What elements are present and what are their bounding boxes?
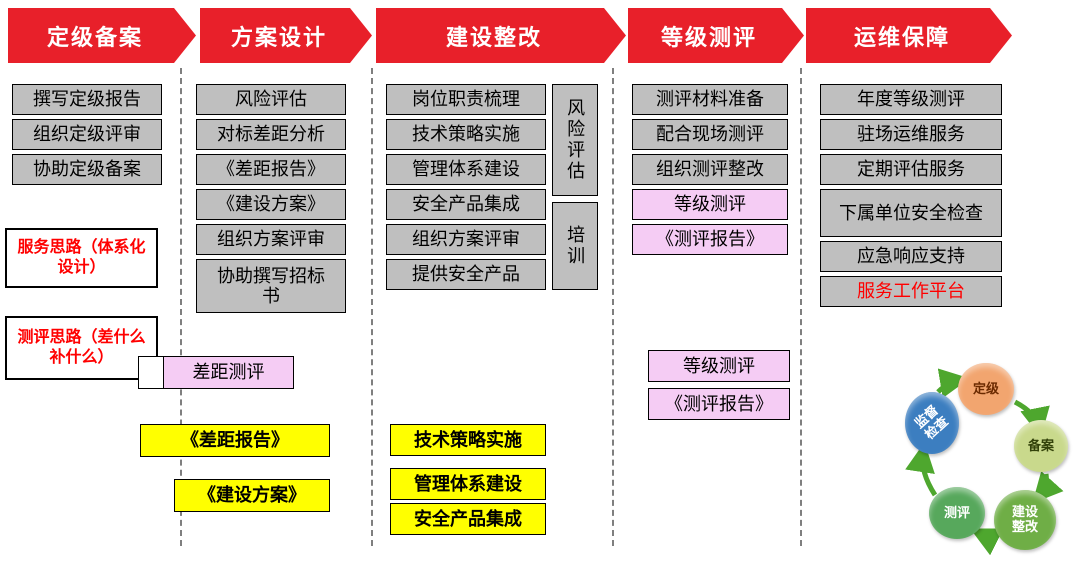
grading-task: 协助定级备案 xyxy=(12,154,162,185)
column-divider xyxy=(800,68,802,546)
evaluation-task: 组织测评整改 xyxy=(632,154,788,185)
build-plan-box: 《建设方案》 xyxy=(174,479,330,512)
grading-task: 组织定级评审 xyxy=(12,119,162,150)
level-eval-box: 等级测评 xyxy=(648,350,790,382)
stage-arrow-design: 方案设计 xyxy=(200,8,372,63)
construction-task: 提供安全产品 xyxy=(386,259,546,290)
operation-task: 年度等级测评 xyxy=(820,84,1002,115)
column-divider xyxy=(371,68,373,546)
operation-task-label: 下属单位安全检查 xyxy=(839,202,983,223)
cycle-node-evaluation: 测评 xyxy=(929,487,985,539)
construction-task: 安全产品集成 xyxy=(386,189,546,220)
stage-arrow-construction: 建设整改 xyxy=(376,8,626,63)
cycle-node-construction: 建设整改 xyxy=(994,490,1056,550)
construction-task: 岗位职责梳理 xyxy=(386,84,546,115)
design-task: 风险评估 xyxy=(196,84,346,115)
design-task: 《差距报告》 xyxy=(196,154,346,185)
service-platform-box: 服务工作平台 xyxy=(820,276,1002,307)
tech-impl-box: 技术策略实施 xyxy=(390,424,546,456)
operation-task: 定期评估服务 xyxy=(820,154,1002,185)
stage-arrow-operation: 运维保障 xyxy=(806,8,1012,63)
evaluation-task-highlight: 等级测评 xyxy=(632,189,788,220)
construction-task: 技术策略实施 xyxy=(386,119,546,150)
eval-report-box: 《测评报告》 xyxy=(648,388,790,420)
stage-arrow-grading: 定级备案 xyxy=(8,8,196,63)
column-divider xyxy=(612,68,614,546)
cycle-node-label: 监督检查 xyxy=(911,402,952,443)
design-task: 协助撰写招标书 xyxy=(196,259,346,313)
product-integration-box: 安全产品集成 xyxy=(390,503,546,535)
design-task: 《建设方案》 xyxy=(196,189,346,220)
mgmt-system-box: 管理体系建设 xyxy=(390,468,546,500)
construction-task: 组织方案评审 xyxy=(386,224,546,255)
evaluation-approach-note: 测评思路（差什么补什么） xyxy=(5,316,158,380)
design-task: 对标差距分析 xyxy=(196,119,346,150)
evaluation-task: 配合现场测评 xyxy=(632,119,788,150)
design-task-label: 协助撰写招标书 xyxy=(217,265,325,306)
gap-eval-connector xyxy=(138,356,164,389)
cycle-node-label: 建设整改 xyxy=(1011,504,1038,534)
column-divider xyxy=(180,68,182,546)
gap-eval-box: 差距测评 xyxy=(163,356,294,389)
design-task: 组织方案评审 xyxy=(196,224,346,255)
construction-task: 管理体系建设 xyxy=(386,154,546,185)
evaluation-task-highlight: 《测评报告》 xyxy=(632,224,788,255)
training-side-box: 培训 xyxy=(552,202,598,290)
operation-task: 应急响应支持 xyxy=(820,241,1002,272)
risk-assessment-side-box: 风险评估 xyxy=(552,84,598,196)
cycle-node-filing: 备案 xyxy=(1014,420,1068,472)
cycle-node-supervision: 监督检查 xyxy=(905,392,959,454)
grading-task: 撰写定级报告 xyxy=(12,84,162,115)
evaluation-task: 测评材料准备 xyxy=(632,84,788,115)
gap-report-box: 《差距报告》 xyxy=(140,424,330,457)
service-approach-note: 服务思路（体系化设计） xyxy=(5,228,158,288)
stage-arrow-evaluation: 等级测评 xyxy=(628,8,804,63)
operation-task: 下属单位安全检查 xyxy=(820,189,1002,237)
operation-task: 驻场运维服务 xyxy=(820,119,1002,150)
cycle-node-grading: 定级 xyxy=(958,363,1014,415)
